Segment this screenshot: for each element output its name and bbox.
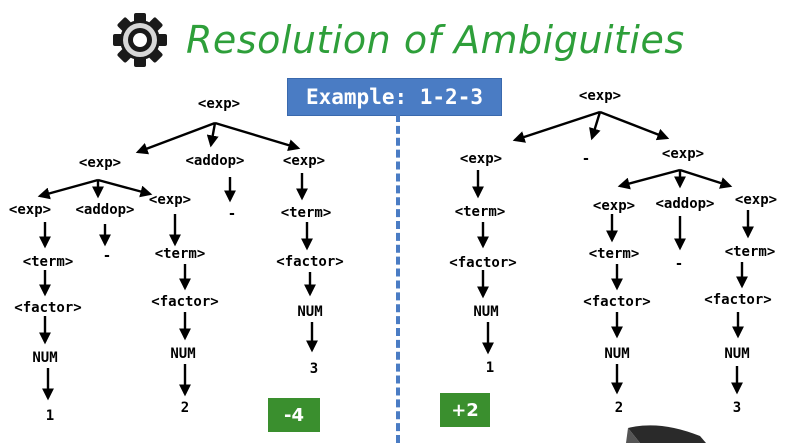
right-val-a: 1 <box>486 360 494 376</box>
left-exp-c: <exp> <box>9 202 51 218</box>
right-val-d: 3 <box>733 400 741 416</box>
right-minus-c: - <box>675 256 683 272</box>
right-val-c: 2 <box>615 400 623 416</box>
right-num-d: NUM <box>724 346 749 362</box>
left-val-b: 3 <box>310 361 318 377</box>
right-tree-arrows <box>472 110 754 395</box>
title-bar: Resolution of Ambiguities <box>112 12 685 68</box>
right-exp-d: <exp> <box>735 192 777 208</box>
left-val-d: 2 <box>181 400 189 416</box>
divider-line <box>396 114 400 443</box>
left-addop-a: <addop> <box>185 153 244 169</box>
right-minus-a: - <box>582 151 590 167</box>
right-num-c: NUM <box>604 346 629 362</box>
left-num-d: NUM <box>170 346 195 362</box>
page-title: Resolution of Ambiguities <box>186 18 685 62</box>
left-factor-d: <factor> <box>151 294 218 310</box>
left-term-c: <term> <box>23 254 74 270</box>
left-exp-a: <exp> <box>79 155 121 171</box>
example-label: Example: 1-2-3 <box>287 78 502 116</box>
left-result-badge: -4 <box>268 398 320 432</box>
right-factor-a: <factor> <box>449 255 516 271</box>
right-factor-d: <factor> <box>704 292 771 308</box>
left-root-exp: <exp> <box>198 96 240 112</box>
left-minus-c: - <box>103 248 111 264</box>
right-exp-b: <exp> <box>662 146 704 162</box>
left-num-c: NUM <box>32 350 57 366</box>
left-exp-d: <exp> <box>149 192 191 208</box>
right-exp-a: <exp> <box>460 151 502 167</box>
right-num-a: NUM <box>473 304 498 320</box>
right-term-a: <term> <box>455 204 506 220</box>
right-result-badge: +2 <box>440 393 490 427</box>
left-factor-b: <factor> <box>276 254 343 270</box>
left-term-d: <term> <box>155 246 206 262</box>
left-num-b: NUM <box>297 304 322 320</box>
right-addop-c: <addop> <box>655 196 714 212</box>
gear-icon <box>113 13 167 67</box>
left-minus-a: - <box>228 206 236 222</box>
left-tree-arrows <box>37 121 318 401</box>
left-val-c: 1 <box>46 408 54 424</box>
pen-icon <box>626 425 706 443</box>
left-exp-b: <exp> <box>283 153 325 169</box>
left-addop-c: <addop> <box>75 202 134 218</box>
right-factor-c: <factor> <box>583 294 650 310</box>
right-term-c: <term> <box>589 246 640 262</box>
right-root-exp: <exp> <box>579 88 621 104</box>
right-term-d: <term> <box>725 244 776 260</box>
right-exp-c: <exp> <box>593 198 635 214</box>
left-factor-c: <factor> <box>14 300 81 316</box>
left-term-b: <term> <box>281 205 332 221</box>
